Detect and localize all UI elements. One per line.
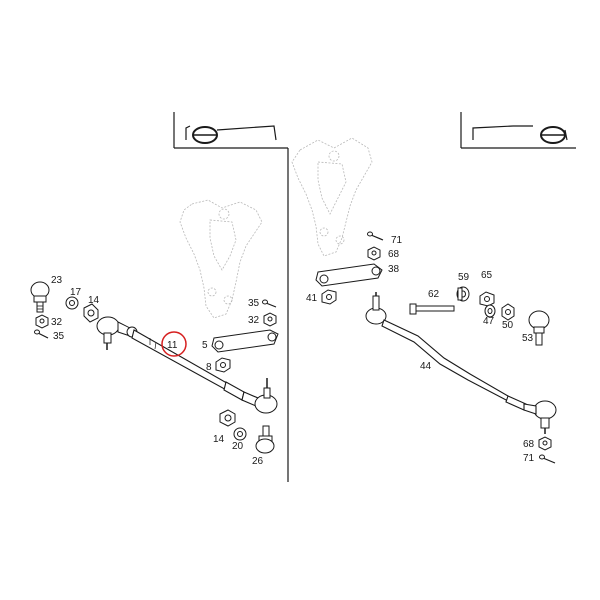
bolt-62 xyxy=(409,303,455,315)
part-label-14-top[interactable]: 14 xyxy=(88,295,100,306)
ball-joint-23 xyxy=(30,281,50,313)
washer-20 xyxy=(233,427,247,441)
part-label-62[interactable]: 62 xyxy=(428,289,440,300)
cotter-pin-71-top xyxy=(367,231,384,241)
part-label-38[interactable]: 38 xyxy=(388,264,400,275)
right-panel-labels: 71 68 38 41 62 59 65 47 50 53 44 68 71 xyxy=(306,235,535,464)
idler-arm-38 xyxy=(315,263,383,287)
steering-gearbox-ghost-left xyxy=(179,199,263,319)
nut-50 xyxy=(501,303,515,321)
pitman-arm-5 xyxy=(211,329,279,353)
part-label-53[interactable]: 53 xyxy=(522,333,534,344)
castle-nut-68-top xyxy=(367,246,381,261)
cotter-pin-71-bottom xyxy=(539,454,556,464)
cotter-pin-35-left xyxy=(34,329,49,339)
washer-47 xyxy=(484,304,496,318)
part-label-32-right[interactable]: 32 xyxy=(248,315,260,326)
nut-41 xyxy=(321,289,337,305)
panel-frames xyxy=(173,112,576,482)
part-label-50[interactable]: 50 xyxy=(502,320,514,331)
part-label-17[interactable]: 17 xyxy=(70,287,82,298)
castle-nut-68-bottom xyxy=(538,436,552,451)
part-label-8[interactable]: 8 xyxy=(206,362,212,373)
left-panel-labels: 23 17 14 32 35 11 35 32 5 8 14 20 26 xyxy=(51,275,264,467)
part-label-41[interactable]: 41 xyxy=(306,293,318,304)
tie-rod-end-lower-left-panel xyxy=(241,378,278,414)
part-label-35-right[interactable]: 35 xyxy=(248,298,260,309)
castle-nut-32-left xyxy=(35,314,49,329)
steering-gearbox-ghost-right xyxy=(291,137,373,257)
part-label-14-lower[interactable]: 14 xyxy=(213,434,225,445)
nut-8 xyxy=(215,357,231,373)
part-label-68-bottom[interactable]: 68 xyxy=(523,439,535,450)
nut-14-lower xyxy=(219,409,236,427)
tie-rod-44 xyxy=(365,292,557,434)
tie-rod-end-left xyxy=(96,316,138,350)
part-label-32-left[interactable]: 32 xyxy=(51,317,63,328)
nut-65 xyxy=(479,291,495,307)
part-label-71-top[interactable]: 71 xyxy=(391,235,403,246)
part-label-47[interactable]: 47 xyxy=(483,316,495,327)
part-label-26[interactable]: 26 xyxy=(252,456,264,467)
steering-wheel-icon xyxy=(185,125,277,144)
ball-joint-26 xyxy=(255,425,275,454)
part-label-65[interactable]: 65 xyxy=(481,270,493,281)
highlight-circle xyxy=(161,331,187,357)
castle-nut-32-right xyxy=(263,312,277,327)
ball-joint-53 xyxy=(528,310,550,346)
part-label-71-bottom[interactable]: 71 xyxy=(523,453,535,464)
bushing-59 xyxy=(456,286,470,302)
part-label-5[interactable]: 5 xyxy=(202,340,208,351)
part-label-11[interactable]: 11 xyxy=(167,340,178,351)
cotter-pin-35-right xyxy=(262,299,277,308)
tie-rod-11 xyxy=(131,329,245,401)
part-label-20[interactable]: 20 xyxy=(232,441,244,452)
part-label-68-top[interactable]: 68 xyxy=(388,249,400,260)
part-label-35-left[interactable]: 35 xyxy=(53,331,65,342)
washer-17 xyxy=(65,296,79,310)
part-label-44[interactable]: 44 xyxy=(420,361,432,372)
part-label-23[interactable]: 23 xyxy=(51,275,63,286)
steering-wheel-icon xyxy=(472,125,568,144)
nut-14-left-top xyxy=(83,303,99,323)
part-label-59[interactable]: 59 xyxy=(458,272,470,283)
